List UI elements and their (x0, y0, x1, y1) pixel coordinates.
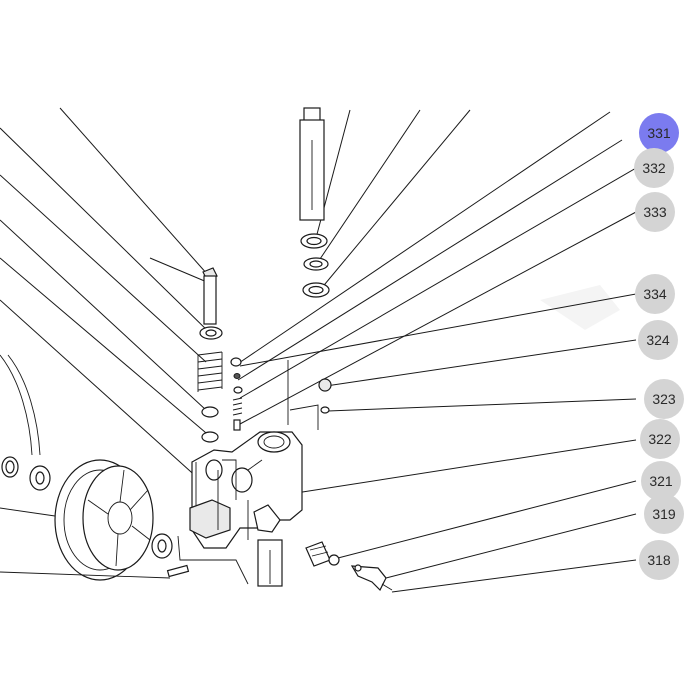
callout-321-circle (641, 461, 681, 501)
pump-body (177, 431, 303, 587)
wheel-assembly (0, 354, 190, 581)
callout-318[interactable]: 318 (639, 540, 679, 580)
callout-319-circle (644, 494, 684, 534)
callout-318-circle (639, 540, 679, 580)
callout-319-label: 319 (652, 506, 676, 522)
callout-322[interactable]: 322 (640, 419, 680, 459)
callout-334-circle (635, 274, 675, 314)
callout-321-label: 321 (649, 473, 673, 489)
callout-333[interactable]: 333 (635, 192, 675, 232)
callout-322-label: 322 (648, 431, 672, 447)
callout-list: 331 332 333 334 324 323 322 321 (634, 113, 684, 580)
leader-lines (0, 107, 637, 593)
pin-spring-stack (197, 267, 223, 443)
release-valve-and-lever (305, 541, 393, 592)
callout-324-label: 324 (646, 332, 670, 348)
callout-318-label: 318 (647, 552, 671, 568)
callout-331-circle (639, 113, 679, 153)
callout-332-circle (634, 148, 674, 188)
valve-components (230, 357, 332, 431)
callout-333-circle (635, 192, 675, 232)
callout-323-circle (644, 379, 684, 419)
callout-331-label: 331 (647, 125, 671, 141)
callout-334-label: 334 (643, 286, 667, 302)
callout-319[interactable]: 319 (644, 494, 684, 534)
callout-331[interactable]: 331 (639, 113, 679, 153)
callout-324[interactable]: 324 (638, 320, 678, 360)
callout-322-circle (640, 419, 680, 459)
callout-333-label: 333 (643, 204, 667, 220)
callout-324-circle (638, 320, 678, 360)
piston-and-rings (299, 107, 330, 298)
callout-323[interactable]: 323 (644, 379, 684, 419)
watermark (540, 285, 620, 330)
callout-332-label: 332 (642, 160, 666, 176)
callout-321[interactable]: 321 (641, 461, 681, 501)
callout-332[interactable]: 332 (634, 148, 674, 188)
callout-323-label: 323 (652, 391, 676, 407)
callout-334[interactable]: 334 (635, 274, 675, 314)
